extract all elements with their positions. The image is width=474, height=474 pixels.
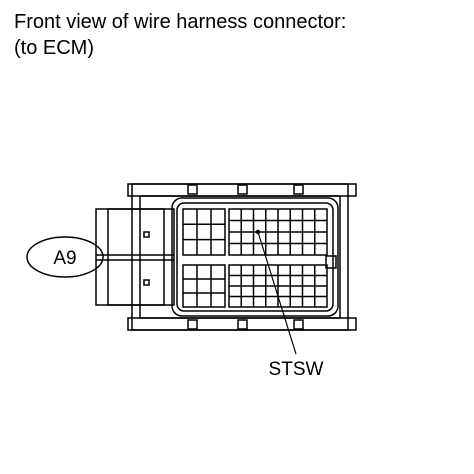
cavity-block-lower-left: [182, 264, 226, 308]
diagram-title: Front view of wire harness connector: (t…: [14, 9, 346, 61]
pin-label: STSW: [269, 359, 324, 380]
cavity-block-lower-right: [228, 264, 328, 308]
pin-marker: [255, 229, 261, 235]
connector-latch: [95, 208, 175, 306]
cavity-block-upper-left: [182, 208, 226, 256]
title-line-2: (to ECM): [14, 37, 94, 59]
connector-id-ellipse: [26, 236, 104, 278]
connector-id-label: A9: [53, 248, 76, 269]
connector-housing: [127, 183, 357, 331]
title-line-1: Front view of wire harness connector:: [14, 11, 347, 33]
pin-leader-line: [257, 231, 297, 355]
cavity-block-upper-right: [228, 208, 328, 256]
